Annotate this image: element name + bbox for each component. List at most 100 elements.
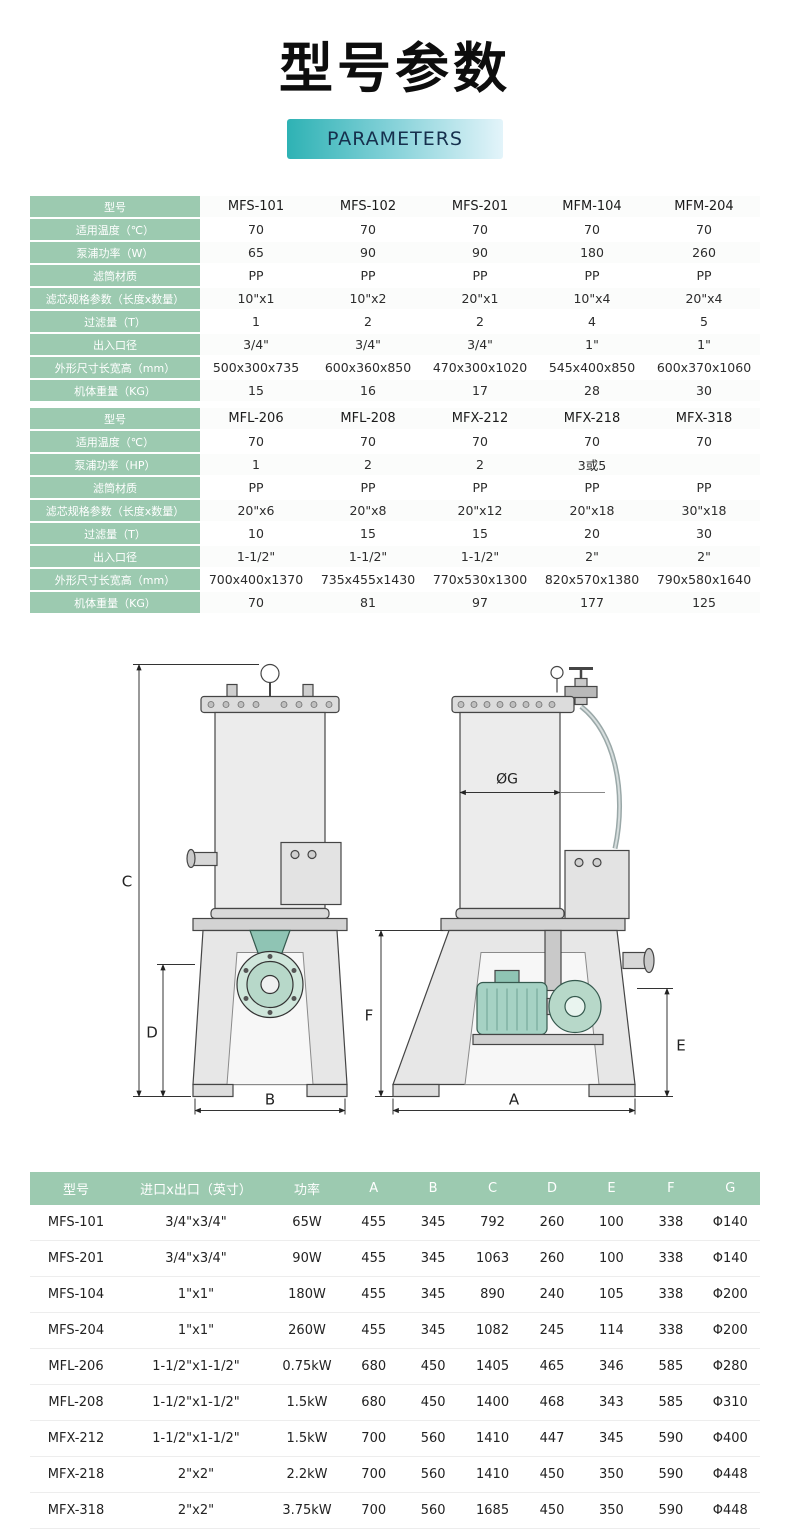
table-cell: 890 — [480, 1287, 505, 1302]
table-cell: 3/4"x3/4" — [165, 1251, 227, 1266]
spec-cell: 70 — [312, 431, 424, 452]
spec-cell: 3/4" — [424, 334, 536, 355]
table-cell: 65W — [292, 1215, 322, 1230]
valve — [564, 685, 598, 699]
spec-cell: 20"x4 — [648, 288, 760, 309]
spec-cell: MFL-206 — [200, 408, 312, 429]
spec-cell: MFX-212 — [424, 408, 536, 429]
spec-cell: 3/4" — [200, 334, 312, 355]
dimension-diagram: C D B F E A ØG — [45, 650, 745, 1155]
column-header: C — [488, 1181, 498, 1196]
spec-cell: 1-1/2" — [312, 546, 424, 567]
table-cell: Φ400 — [712, 1431, 748, 1446]
table-cell: MFS-104 — [47, 1287, 105, 1302]
spec-cell: 820x570x1380 — [536, 569, 648, 590]
table-cell: 1410 — [476, 1467, 510, 1482]
spec-row-label: 泵浦功率（W） — [30, 242, 200, 263]
table-cell: 2.2kW — [286, 1467, 328, 1482]
spec-cell: PP — [648, 265, 760, 286]
spec-cell: 20"x18 — [536, 500, 648, 521]
spec-cell: 20 — [536, 523, 648, 544]
table-cell: 450 — [420, 1395, 446, 1410]
machine-front-view — [186, 663, 348, 1098]
spec-cell: 70 — [648, 431, 760, 452]
spec-row-label: 过滤量（T） — [30, 311, 200, 332]
table-cell: 455 — [361, 1251, 387, 1266]
spec-cell: 70 — [536, 431, 648, 452]
spec-cell: 2 — [424, 454, 536, 475]
table-cell: 560 — [420, 1431, 446, 1446]
table-cell: 1-1/2"x1-1/2" — [152, 1359, 240, 1374]
column-header: E — [607, 1181, 616, 1196]
spec-cell: MFX-218 — [536, 408, 648, 429]
spec-cell: 70 — [200, 592, 312, 613]
column-header: 功率 — [293, 1183, 320, 1198]
filter-housing-side — [459, 711, 561, 910]
table-cell: 105 — [599, 1287, 624, 1302]
spec-cell: PP — [536, 477, 648, 498]
table-cell: Φ140 — [712, 1215, 748, 1230]
spec-cell: 70 — [200, 431, 312, 452]
table-cell: Φ200 — [712, 1323, 748, 1338]
spec-cell: 90 — [312, 242, 424, 263]
table-cell: 180W — [288, 1287, 326, 1302]
table-cell: Φ280 — [712, 1359, 748, 1374]
spec-row-label: 过滤量（T） — [30, 523, 200, 544]
spec-cell: PP — [536, 265, 648, 286]
spec-row-label: 适用温度（℃） — [30, 219, 200, 240]
table-cell: 700 — [361, 1431, 387, 1446]
table-cell: MFX-218 — [47, 1467, 105, 1482]
table-cell: 346 — [599, 1359, 624, 1374]
table-cell: MFS-201 — [47, 1251, 105, 1266]
spec-row-label: 出入口径 — [30, 334, 200, 355]
table-cell: 1-1/2"x1-1/2" — [152, 1431, 240, 1446]
table-cell: 450 — [539, 1467, 565, 1482]
table-cell: 447 — [539, 1431, 565, 1446]
spec-row-label: 滤筒材质 — [30, 265, 200, 286]
spec-cell: 20"x12 — [424, 500, 536, 521]
table-cell: 792 — [480, 1215, 505, 1230]
table-cell: 560 — [420, 1467, 446, 1482]
filter-housing-front — [214, 711, 326, 910]
spec-cell: 70 — [648, 219, 760, 240]
spec-cell: 770x530x1300 — [424, 569, 536, 590]
spec-cell: 600x370x1060 — [648, 357, 760, 378]
spec-cell: 20"x6 — [200, 500, 312, 521]
table-cell: 1.5kW — [286, 1395, 328, 1410]
table-cell: Φ448 — [712, 1503, 748, 1518]
table-cell: 1.5kW — [286, 1431, 328, 1446]
column-header: A — [369, 1181, 379, 1196]
table-cell: 1"x1" — [177, 1287, 215, 1302]
table-cell: 260 — [539, 1215, 565, 1230]
table-cell: 1410 — [476, 1431, 510, 1446]
spec-cell: 2 — [424, 311, 536, 332]
table-cell: 560 — [420, 1503, 446, 1518]
table-cell: 468 — [539, 1395, 565, 1410]
table-cell: 455 — [361, 1287, 387, 1302]
table-cell: 338 — [658, 1323, 684, 1338]
column-header: F — [667, 1181, 675, 1196]
spec-cell: 125 — [648, 592, 760, 613]
table-cell: 590 — [658, 1503, 684, 1518]
dimension-label-b: B — [265, 1091, 275, 1109]
table-cell: 345 — [420, 1215, 446, 1230]
column-header: 进口x出口（英寸） — [140, 1183, 252, 1198]
dimension-label-c: C — [122, 873, 132, 891]
table-cell: 585 — [658, 1359, 684, 1374]
